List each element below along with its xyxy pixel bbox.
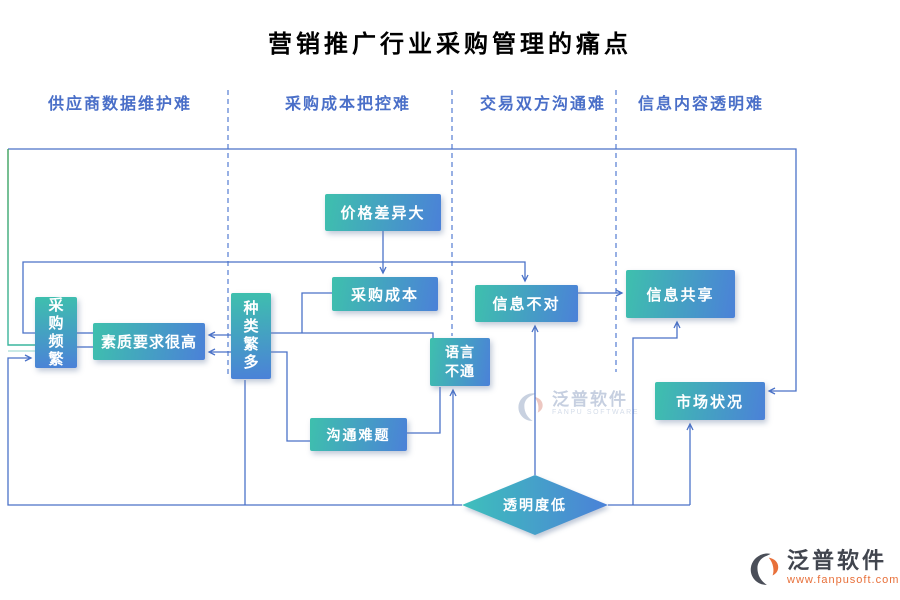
node-market-condition: 市场状况 — [655, 382, 765, 420]
node-language-barrier-label: 语言 不通 — [445, 344, 475, 379]
edge-communication-problem-to-language-barrier — [406, 387, 441, 434]
node-price-diff: 价格差异大 — [325, 194, 441, 231]
low-transparency-diamond — [462, 475, 608, 535]
node-language-barrier: 语言 不通 — [430, 338, 490, 386]
watermark: 泛普软件 FANPU SOFTWARE — [516, 390, 639, 422]
node-info-share-label: 信息共享 — [646, 286, 715, 304]
edge-frequent-purchase-to-info-mismatch — [22, 261, 529, 334]
column-header-cost-control: 采购成本把控难 — [284, 96, 411, 113]
edge-low-transparency-to-info-share — [632, 320, 681, 505]
node-frequent-purchase-label: 采购频繁 — [48, 296, 64, 368]
edge-top-route-to-market-condition — [8, 148, 797, 395]
edge-green-frequent-purchase-out — [7, 149, 35, 346]
column-header-communication: 交易双方沟通难 — [479, 96, 606, 113]
footer-logo-url: www.fanpusoft.com — [787, 574, 900, 586]
node-quality-demand: 素质要求很高 — [93, 323, 205, 360]
footer-logo: 泛普软件 www.fanpusoft.com — [748, 549, 899, 587]
node-many-varieties: 种类繁多 — [231, 293, 271, 379]
edge-low-transparency-to-frequent-purchase — [7, 354, 462, 506]
column-header-transparency: 信息内容透明难 — [637, 96, 764, 113]
node-low-transparency: 透明度低 — [462, 475, 608, 535]
node-low-transparency-label: 透明度低 — [503, 497, 567, 513]
node-info-mismatch: 信息不对 — [475, 285, 578, 322]
footer-logo-icon — [750, 553, 779, 585]
edge-junction-to-purchase-cost — [301, 292, 332, 333]
watermark-subname: FANPU SOFTWARE — [552, 409, 640, 416]
watermark-logo-icon — [518, 393, 543, 421]
node-frequent-purchase: 采购频繁 — [35, 297, 77, 368]
node-price-diff-label: 价格差异大 — [340, 205, 426, 222]
node-info-mismatch-label: 信息不对 — [492, 296, 561, 313]
node-communication-problem-label: 沟通难题 — [326, 426, 391, 443]
node-market-condition-label: 市场状况 — [675, 393, 744, 411]
watermark-name: 泛普软件 — [552, 390, 628, 409]
node-quality-demand-label: 素质要求很高 — [100, 334, 197, 351]
footer-logo-name: 泛普软件 — [787, 548, 888, 573]
node-purchase-cost-label: 采购成本 — [350, 286, 419, 304]
node-many-varieties-label: 种类繁多 — [243, 300, 259, 371]
page-title: 营销推广行业采购管理的痛点 — [268, 31, 632, 58]
node-communication-problem: 沟通难题 — [310, 418, 407, 451]
edge-many-varieties-to-language-barrier — [271, 332, 434, 339]
column-header-supplier-data: 供应商数据维护难 — [47, 96, 192, 113]
node-info-share: 信息共享 — [626, 270, 735, 318]
node-purchase-cost: 采购成本 — [332, 277, 438, 311]
